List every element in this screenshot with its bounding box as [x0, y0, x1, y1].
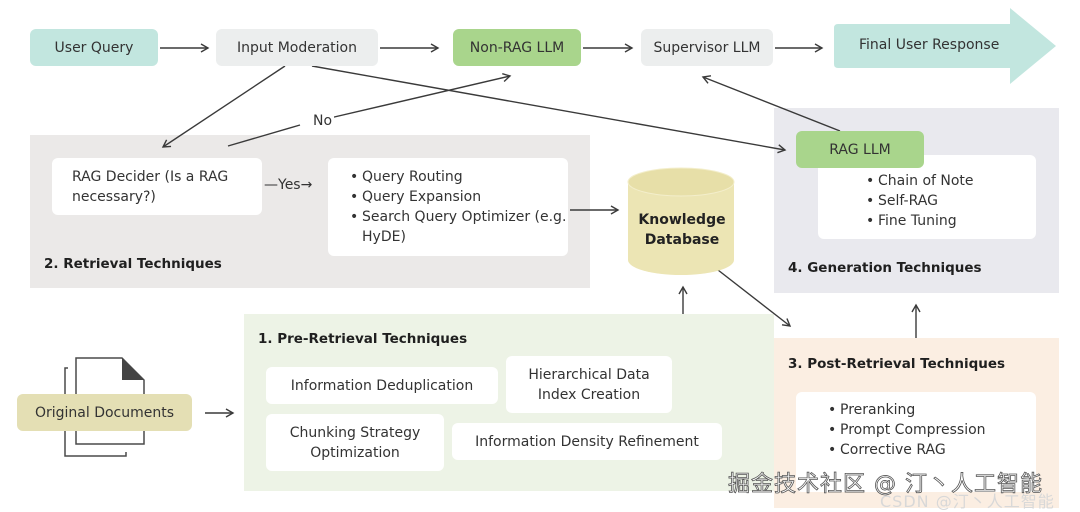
knowledge-database-line1: Knowledge [638, 212, 726, 228]
non-rag-llm-label: Non-RAG LLM [469, 39, 565, 56]
csdn-watermark: CSDN @汀丶人工智能 [880, 492, 1055, 511]
pre-retrieval-techniques-title: 1. Pre-Retrieval Techniques [258, 331, 468, 347]
rag-llm-label: RAG LLM [829, 141, 891, 158]
yes-edge-label: —Yes→ [264, 177, 313, 193]
pre-retrieval-item-deduplication: Information Deduplication [266, 367, 498, 404]
knowledge-database-label: Knowledge Database [626, 210, 738, 250]
input-moderation-label: Input Moderation [237, 39, 357, 56]
yes-label: Yes [278, 177, 301, 193]
list-item: Preranking [828, 400, 1036, 420]
supervisor-llm-label: Supervisor LLM [653, 39, 761, 56]
rag-decider-card: RAG Decider (Is a RAG necessary?) [52, 158, 262, 215]
post-retrieval-techniques-list: Preranking Prompt Compression Corrective… [806, 400, 1036, 460]
post-retrieval-techniques-card: Preranking Prompt Compression Corrective… [796, 392, 1036, 492]
list-item: Search Query Optimizer (e.g. HyDE) [350, 207, 568, 247]
rag-decider-label: RAG Decider (Is a RAG necessary?) [72, 169, 229, 205]
final-user-response-arrow [834, 8, 1056, 84]
pre-retrieval-item-chunking: Chunking Strategy Optimization [266, 414, 444, 471]
rag-llm-node: RAG LLM [796, 131, 924, 168]
list-item: Query Expansion [350, 187, 568, 207]
user-query-node: User Query [30, 29, 158, 66]
generation-techniques-card: Chain of Note Self-RAG Fine Tuning [818, 155, 1036, 239]
list-item: Chain of Note [866, 171, 1036, 191]
retrieval-techniques-card: Query Routing Query Expansion Search Que… [328, 158, 568, 256]
list-item: Prompt Compression [828, 420, 1036, 440]
retrieval-techniques-title: 2. Retrieval Techniques [44, 256, 222, 272]
pre-retrieval-item-density-refinement: Information Density Refinement [452, 423, 722, 460]
no-edge-label: No [311, 113, 335, 129]
knowledge-database-line2: Database [644, 232, 720, 248]
non-rag-llm-node: Non-RAG LLM [453, 29, 581, 66]
list-item: Self-RAG [866, 191, 1036, 211]
supervisor-llm-node: Supervisor LLM [641, 29, 773, 66]
list-item: Query Routing [350, 167, 568, 187]
input-moderation-node: Input Moderation [216, 29, 378, 66]
list-item: Corrective RAG [828, 440, 1036, 460]
juejin-watermark: 掘金技术社区 @ 汀丶人工智能 [728, 472, 1043, 498]
list-item: Fine Tuning [866, 211, 1036, 231]
original-documents-label: Original Documents [34, 404, 175, 421]
knowledge-database-cylinder [627, 167, 735, 275]
generation-techniques-title: 4. Generation Techniques [788, 260, 982, 276]
generation-techniques-list: Chain of Note Self-RAG Fine Tuning [844, 171, 1036, 231]
retrieval-techniques-list: Query Routing Query Expansion Search Que… [328, 167, 568, 247]
pre-retrieval-item-hierarchical-index: Hierarchical Data Index Creation [506, 356, 672, 413]
final-user-response-label: Final User Response [859, 37, 1000, 53]
original-documents-node: Original Documents [17, 394, 192, 431]
user-query-label: User Query [54, 39, 134, 56]
post-retrieval-techniques-title: 3. Post-Retrieval Techniques [788, 356, 1006, 372]
